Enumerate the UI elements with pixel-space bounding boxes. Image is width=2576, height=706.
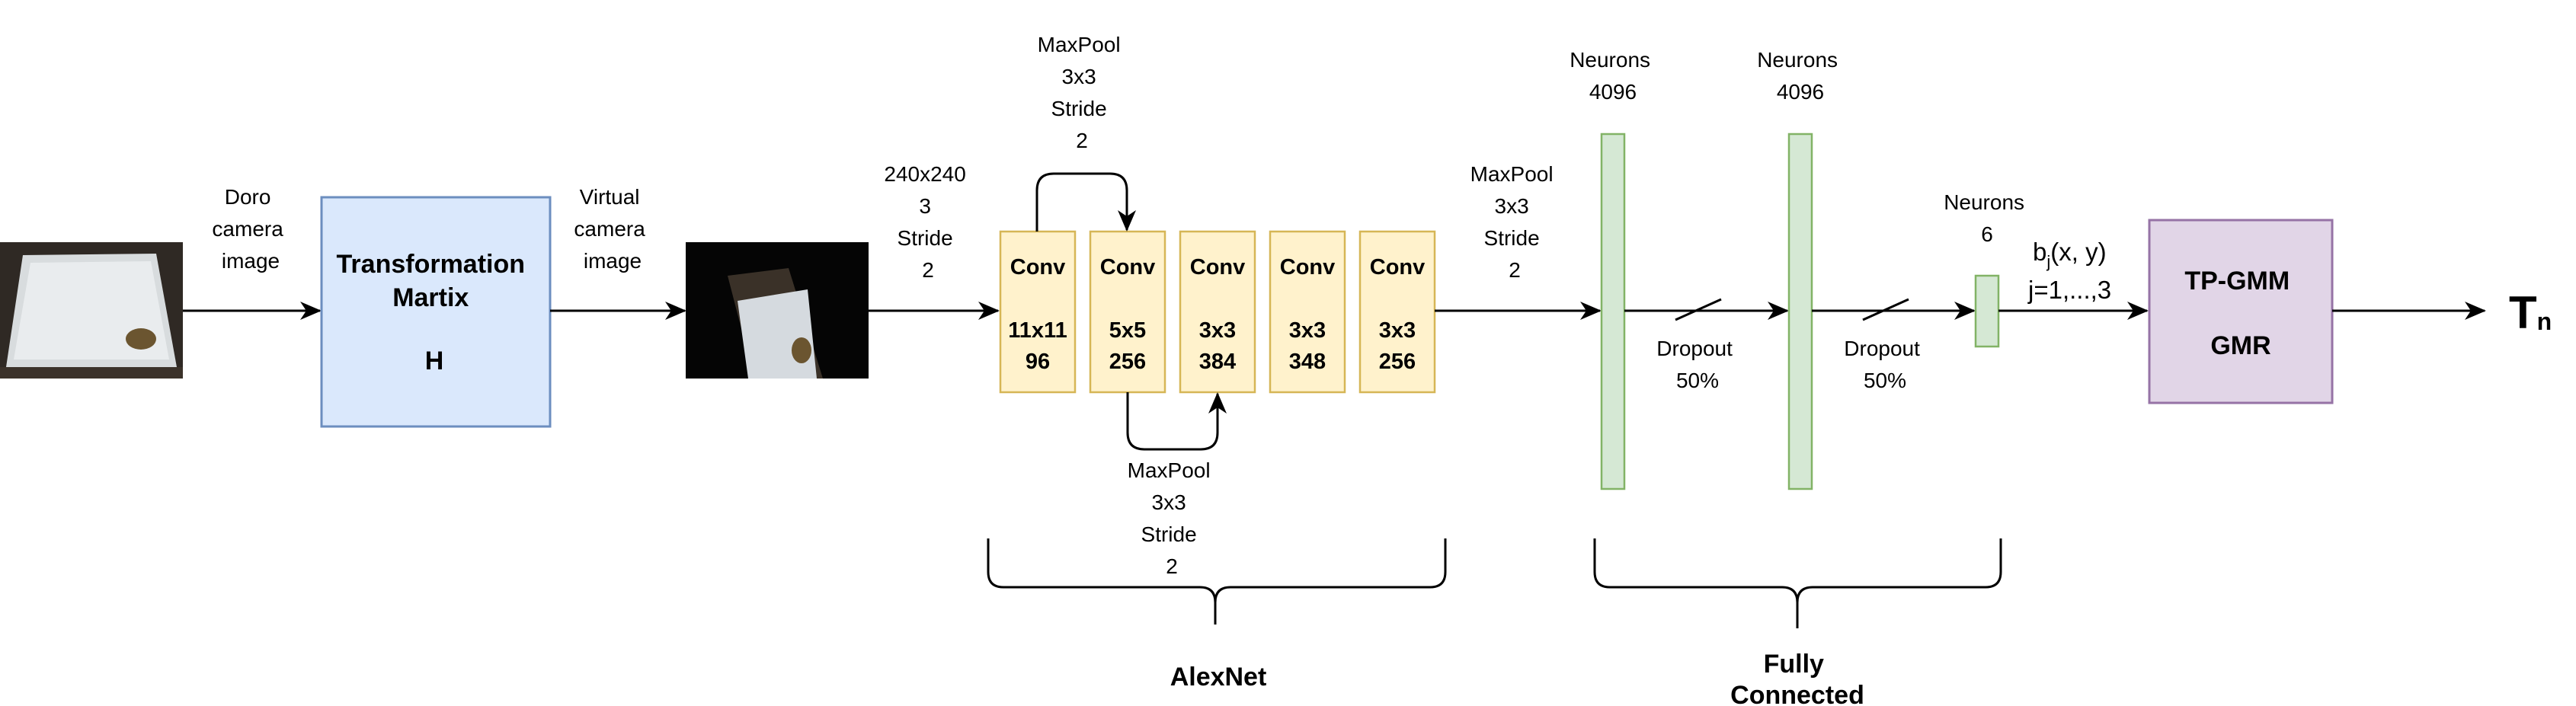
conv-block-5: Conv 3x3 256 <box>1358 230 1436 394</box>
conv-block-3: Conv 3x3 384 <box>1179 230 1256 394</box>
svg-text:Conv: Conv <box>1100 255 1156 280</box>
dropout-1-label: Dropout 50% <box>1656 337 1738 392</box>
transformation-matrix-block <box>320 196 552 428</box>
maxpool-bottom-label: MaxPool 3x3 Stride 2 <box>1128 458 1217 578</box>
tp-gmm-gmr-block <box>2148 219 2334 404</box>
fully-connected-label: Fully Connected <box>1730 650 1864 706</box>
svg-text:96: 96 <box>1026 350 1050 374</box>
svg-text:11x11: 11x11 <box>1008 318 1067 343</box>
svg-text:3x3: 3x3 <box>1199 318 1236 343</box>
virtual-camera-image-label: Virtual camera image <box>574 185 651 273</box>
fc2-neurons-label: Neurons 4096 <box>1757 48 1844 104</box>
svg-text:3x3: 3x3 <box>1289 318 1326 343</box>
conv-block-2: Conv 5x5 256 <box>1089 230 1166 394</box>
maxpool-top-label: MaxPool 3x3 Stride 2 <box>1038 33 1127 152</box>
svg-text:384: 384 <box>1199 350 1236 374</box>
doro-camera-image-label: Doro camera image <box>212 185 289 273</box>
input-params-label: 240x240 3 Stride 2 <box>884 162 971 282</box>
svg-text:3x3: 3x3 <box>1379 318 1416 343</box>
dropout-slash-2 <box>1862 298 1909 321</box>
basis-function-label: bj(x, y) j=1,...,3 <box>2027 238 2114 304</box>
svg-text:348: 348 <box>1289 350 1326 374</box>
fc1-neurons-label: Neurons 4096 <box>1570 48 1656 104</box>
svg-text:256: 256 <box>1379 350 1416 374</box>
maxpool-arrow-top <box>1035 172 1136 232</box>
conv-block-4: Conv 3x3 348 <box>1269 230 1346 394</box>
maxpool-arrow-bottom <box>1126 392 1227 451</box>
fc-layer-2 <box>1787 133 1813 490</box>
dropout-slash-1 <box>1675 298 1722 321</box>
svg-text:Conv: Conv <box>1370 255 1426 280</box>
fc-layer-3 <box>1974 274 2000 348</box>
svg-text:Conv: Conv <box>1280 255 1336 280</box>
tp-gmm-gmr-label: TP-GMM GMR <box>2184 267 2296 360</box>
svg-text:5x5: 5x5 <box>1109 318 1146 343</box>
fc-layer-1 <box>1600 133 1626 490</box>
maxpool-after-label: MaxPool 3x3 Stride 2 <box>1470 162 1560 282</box>
svg-text:Conv: Conv <box>1190 255 1246 280</box>
fc3-neurons-label: Neurons 6 <box>1944 190 2030 246</box>
conv-block-1: Conv 11x11 96 <box>999 230 1077 394</box>
fully-connected-brace <box>1593 538 2002 628</box>
alexnet-brace <box>987 538 1447 625</box>
output-tn-label: Tn <box>2509 287 2552 338</box>
doro-camera-photo <box>0 242 183 379</box>
svg-text:Conv: Conv <box>1010 255 1066 280</box>
virtual-camera-photo <box>686 242 869 379</box>
transformation-matrix-label: Transformation Martix H <box>337 250 533 375</box>
dropout-2-label: Dropout 50% <box>1844 337 1925 392</box>
svg-text:256: 256 <box>1109 350 1146 374</box>
alexnet-label: AlexNet <box>1170 663 1267 692</box>
